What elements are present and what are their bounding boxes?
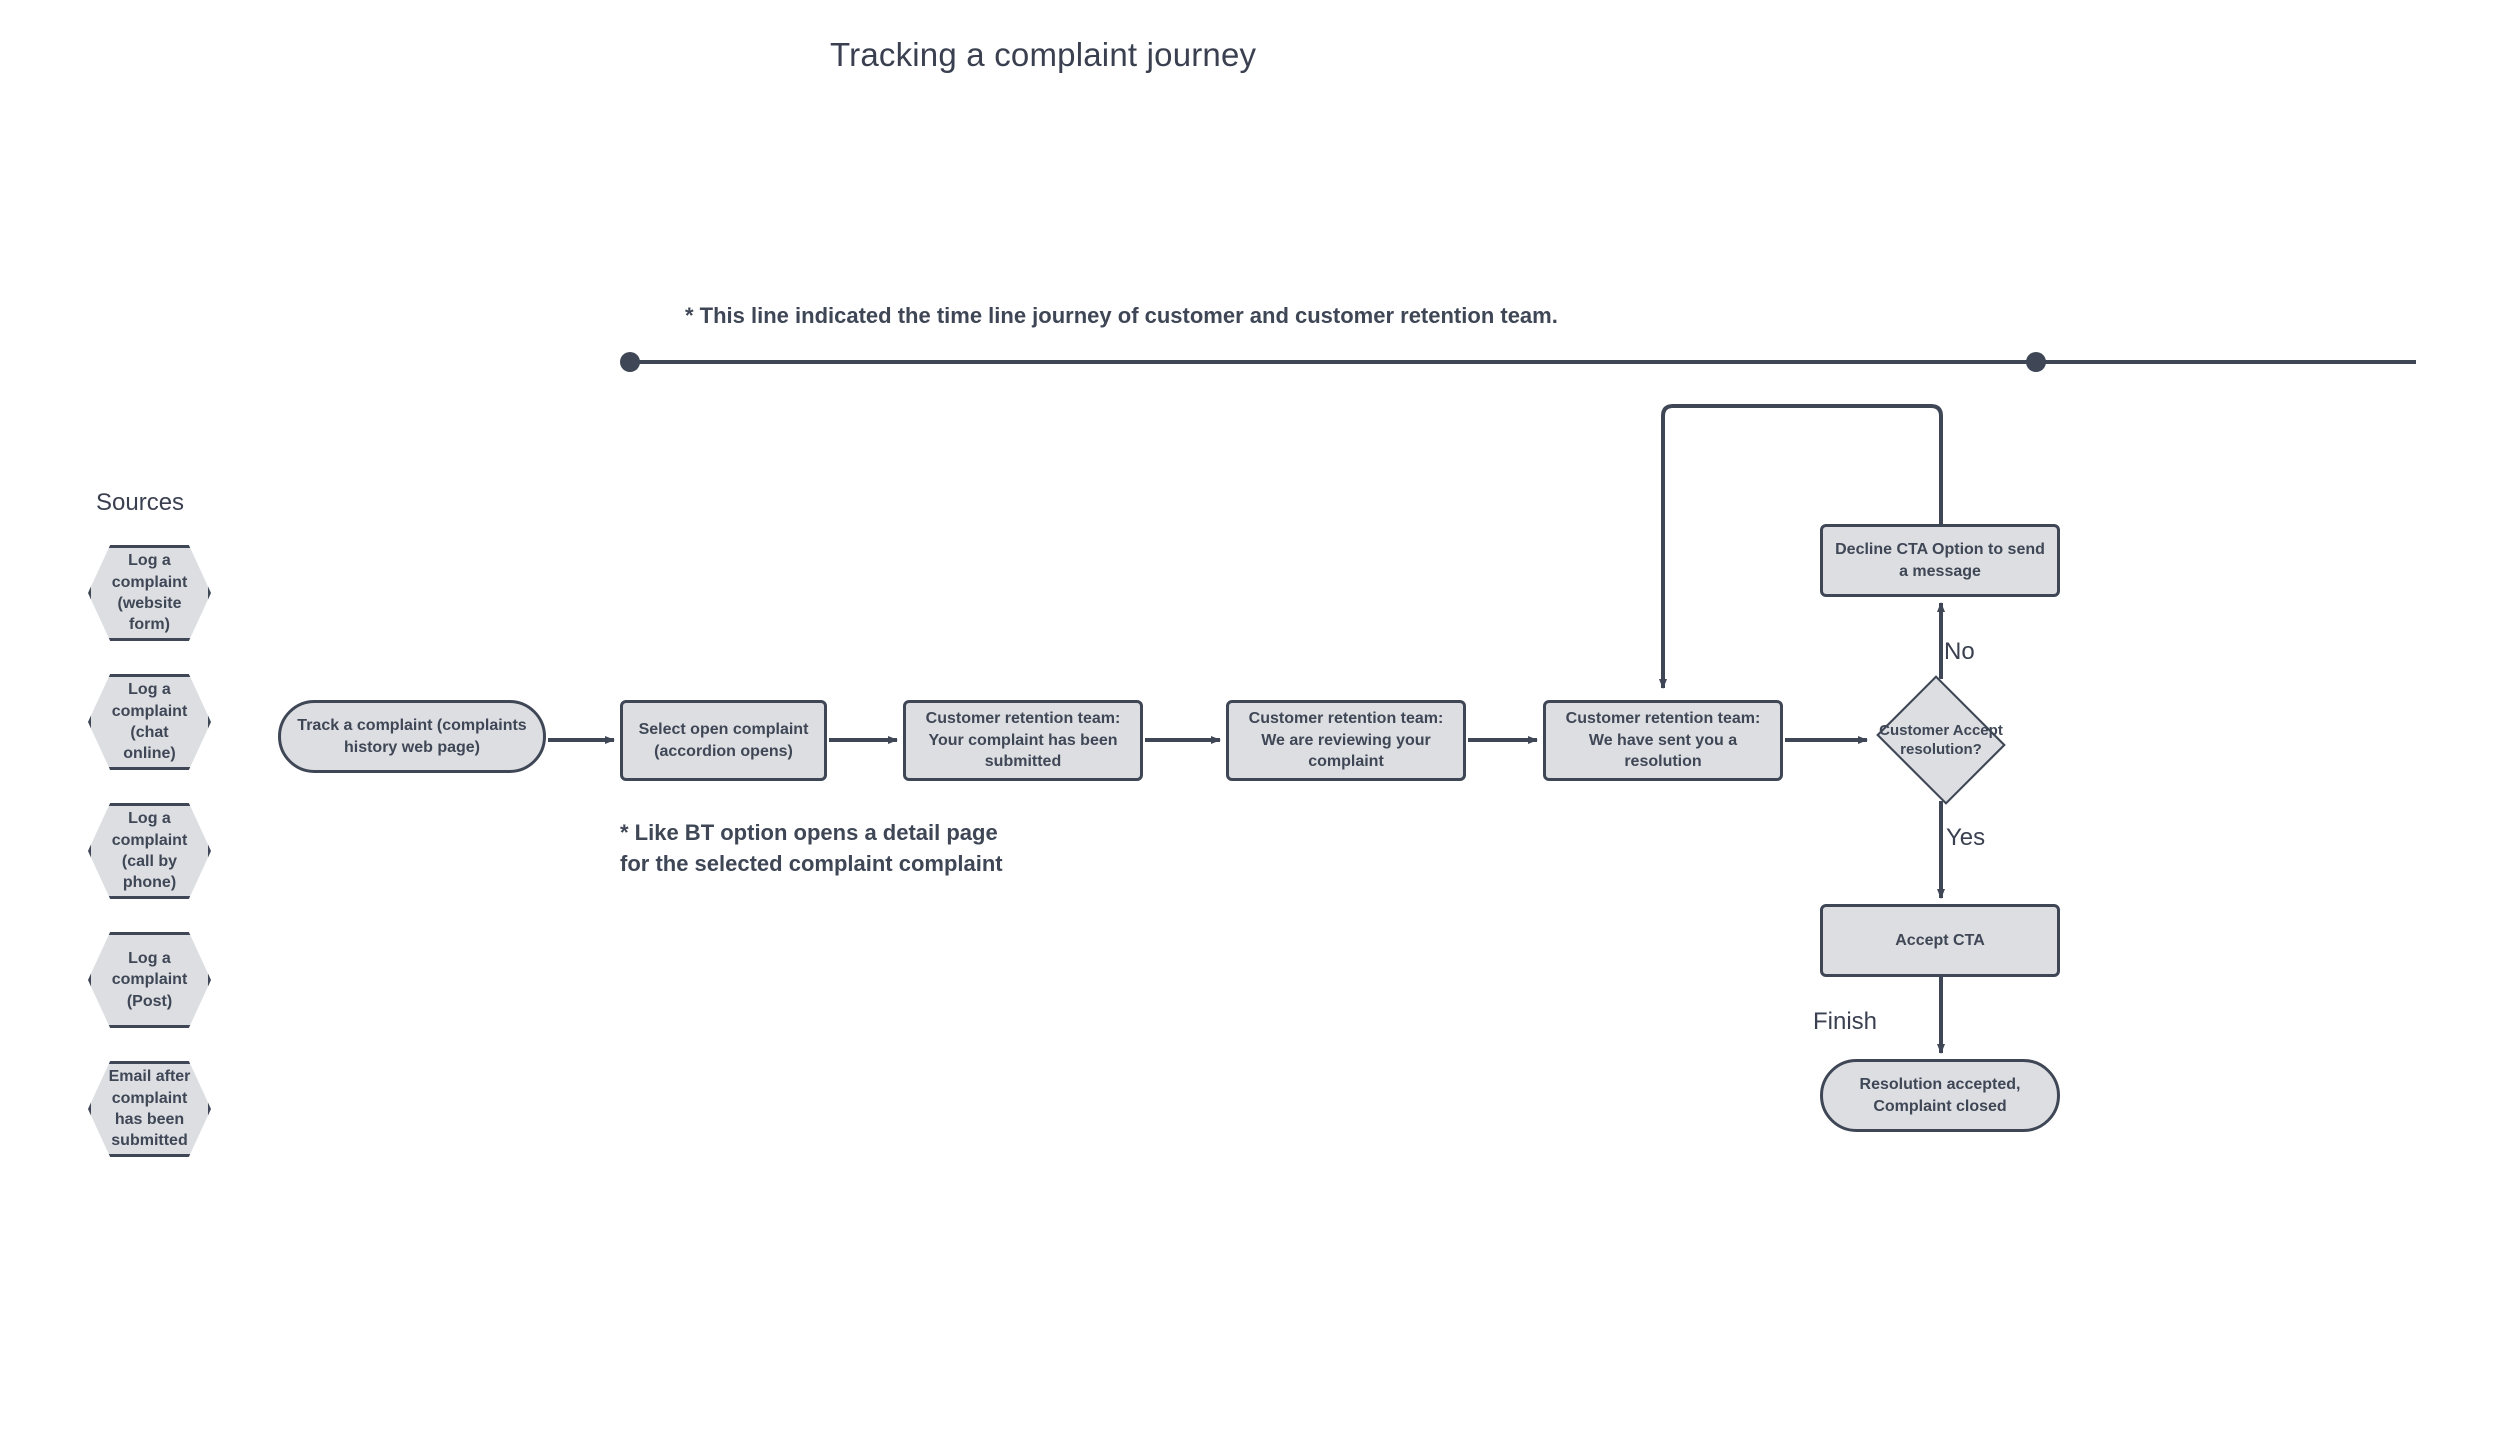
flow-node-select-open-complaint[interactable]: Select open complaint (accordion opens) [620,700,827,781]
edge-label-finish: Finish [1813,1008,1878,1035]
edge-label-yes: Yes [1946,824,1986,851]
edge-label-no: No [1944,638,1975,665]
note-bt-option: * Like BT option opens a detail page for… [620,820,1003,877]
flow-node-decision-accept-resolution[interactable]: Customer Accept resolution? [1871,675,2011,805]
timeline-note: * This line indicated the time line jour… [685,303,1558,328]
flow-node-end-resolution-accepted[interactable]: Resolution accepted, Complaint closed [1820,1059,2060,1132]
flow-node-sent-resolution[interactable]: Customer retention team: We have sent yo… [1543,700,1783,781]
flow-node-start-track-complaint[interactable]: Track a complaint (complaints history we… [278,700,546,773]
source-node-call-by-phone[interactable]: Log a complaint (call by phone) [88,803,211,899]
page-title: Tracking a complaint journey [830,36,1257,73]
timeline-start-dot [620,352,640,372]
flow-node-complaint-submitted[interactable]: Customer retention team: Your complaint … [903,700,1143,781]
source-node-website-form[interactable]: Log a complaint (website form) [88,545,211,641]
decision-label: Customer Accept resolution? [1879,721,2003,759]
source-node-post[interactable]: Log a complaint (Post) [88,932,211,1028]
sources-label: Sources [96,489,185,516]
flow-node-decline-cta[interactable]: Decline CTA Option to send a message [1820,524,2060,597]
timeline-end-dot [2026,352,2046,372]
source-node-chat-online[interactable]: Log a complaint (chat online) [88,674,211,770]
source-node-email-after-submission[interactable]: Email after complaint has been submitted [88,1061,211,1157]
flow-node-accept-cta[interactable]: Accept CTA [1820,904,2060,977]
timeline-line [629,360,2416,364]
flow-node-reviewing-complaint[interactable]: Customer retention team: We are reviewin… [1226,700,1466,781]
